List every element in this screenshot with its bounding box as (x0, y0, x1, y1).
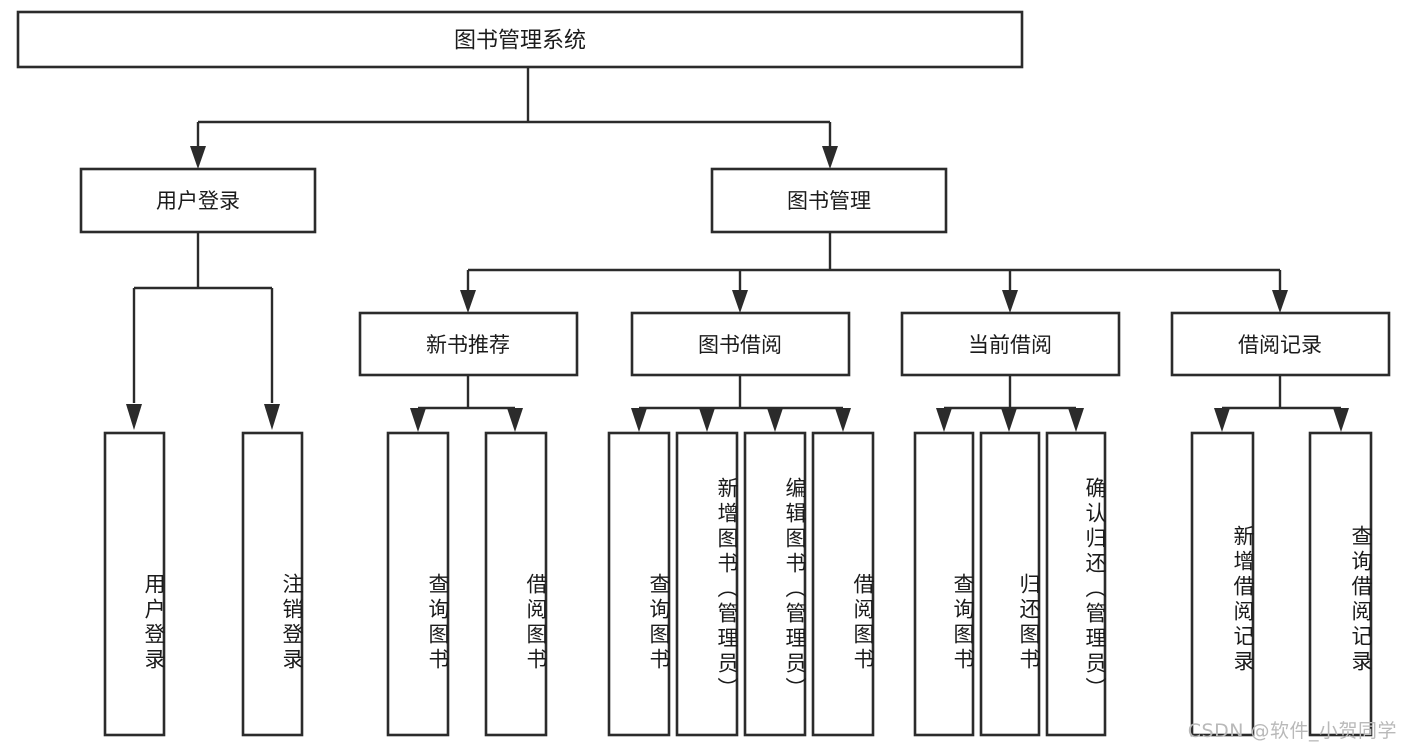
arrowhead-leaf-query-record (1333, 408, 1349, 432)
leaf-box-query-book-b[interactable] (607, 431, 671, 737)
arrowhead-leaf-query-book-a (410, 408, 426, 432)
node-new-book-recommend[interactable]: 新书推荐 (358, 311, 579, 377)
node-book-manage[interactable]: 图书管理 (710, 167, 948, 234)
node-book-borrow-box[interactable] (630, 311, 851, 377)
edges-layer (126, 67, 1349, 432)
leaf-box-query-book-a[interactable] (386, 431, 450, 737)
node-root-box[interactable] (16, 10, 1024, 69)
arrowhead-leaf-logout (264, 404, 280, 430)
node-new-book-recommend-label: 新书推荐 (426, 333, 510, 357)
arrowhead-leaf-borrow-book-b (835, 408, 851, 432)
leaf-box-logout[interactable] (241, 431, 304, 737)
node-current-borrow-label: 当前借阅 (968, 333, 1052, 357)
leaf-box-return-book[interactable] (979, 431, 1041, 737)
arrowhead-leaf-user-login (126, 404, 142, 430)
arrowhead-newbook (460, 290, 476, 313)
arrowhead-leaf-confirm-return (1068, 408, 1084, 432)
arrowhead-leaf-edit-book (767, 408, 783, 432)
leaf-box-query-book-c[interactable] (913, 431, 975, 737)
arrowhead-leaf-add-record (1214, 408, 1230, 432)
arrowhead-leaf-add-book (699, 408, 715, 432)
node-new-book-recommend-box[interactable] (358, 311, 579, 377)
leaf-box-edit-book[interactable] (743, 431, 807, 737)
arrowhead-current (1002, 290, 1018, 313)
arrowhead-leaf-return-book (1001, 408, 1017, 432)
arrowhead-leaf-query-book-c (936, 408, 952, 432)
node-user-login-label: 用户登录 (156, 189, 240, 213)
node-borrow-record[interactable]: 借阅记录 (1170, 311, 1391, 377)
leaf-box-user-login[interactable] (103, 431, 166, 737)
node-root-label: 图书管理系统 (454, 29, 586, 54)
leaf-box-query-record[interactable] (1308, 431, 1373, 737)
arrowhead-leaf-query-book-b (631, 408, 647, 432)
node-book-manage-label: 图书管理 (787, 189, 871, 213)
node-current-borrow[interactable]: 当前借阅 (900, 311, 1121, 377)
node-current-borrow-box[interactable] (900, 311, 1121, 377)
arrowhead-record (1272, 290, 1288, 313)
arrowhead-userlogin (190, 146, 206, 169)
node-user-login[interactable]: 用户登录 (79, 167, 317, 234)
node-borrow-record-box[interactable] (1170, 311, 1391, 377)
node-book-borrow-label: 图书借阅 (698, 333, 782, 357)
leaf-box-borrow-book-b[interactable] (811, 431, 875, 737)
node-user-login-box[interactable] (79, 167, 317, 234)
leaf-box-borrow-book-a[interactable] (484, 431, 548, 737)
arrowhead-leaf-borrow-book-a (507, 408, 523, 432)
csdn-watermark: CSDN @软件_小贺同学 (1187, 720, 1397, 742)
arrowhead-borrow (732, 290, 748, 313)
leaf-box-confirm-return[interactable] (1045, 431, 1107, 737)
arrowhead-bookmanage (822, 146, 838, 169)
node-book-manage-box[interactable] (710, 167, 948, 234)
node-root[interactable]: 图书管理系统 (16, 10, 1024, 69)
leaf-box-add-book[interactable] (675, 431, 739, 737)
leaf-box-add-record[interactable] (1190, 431, 1255, 737)
node-borrow-record-label: 借阅记录 (1238, 333, 1322, 357)
node-book-borrow[interactable]: 图书借阅 (630, 311, 851, 377)
